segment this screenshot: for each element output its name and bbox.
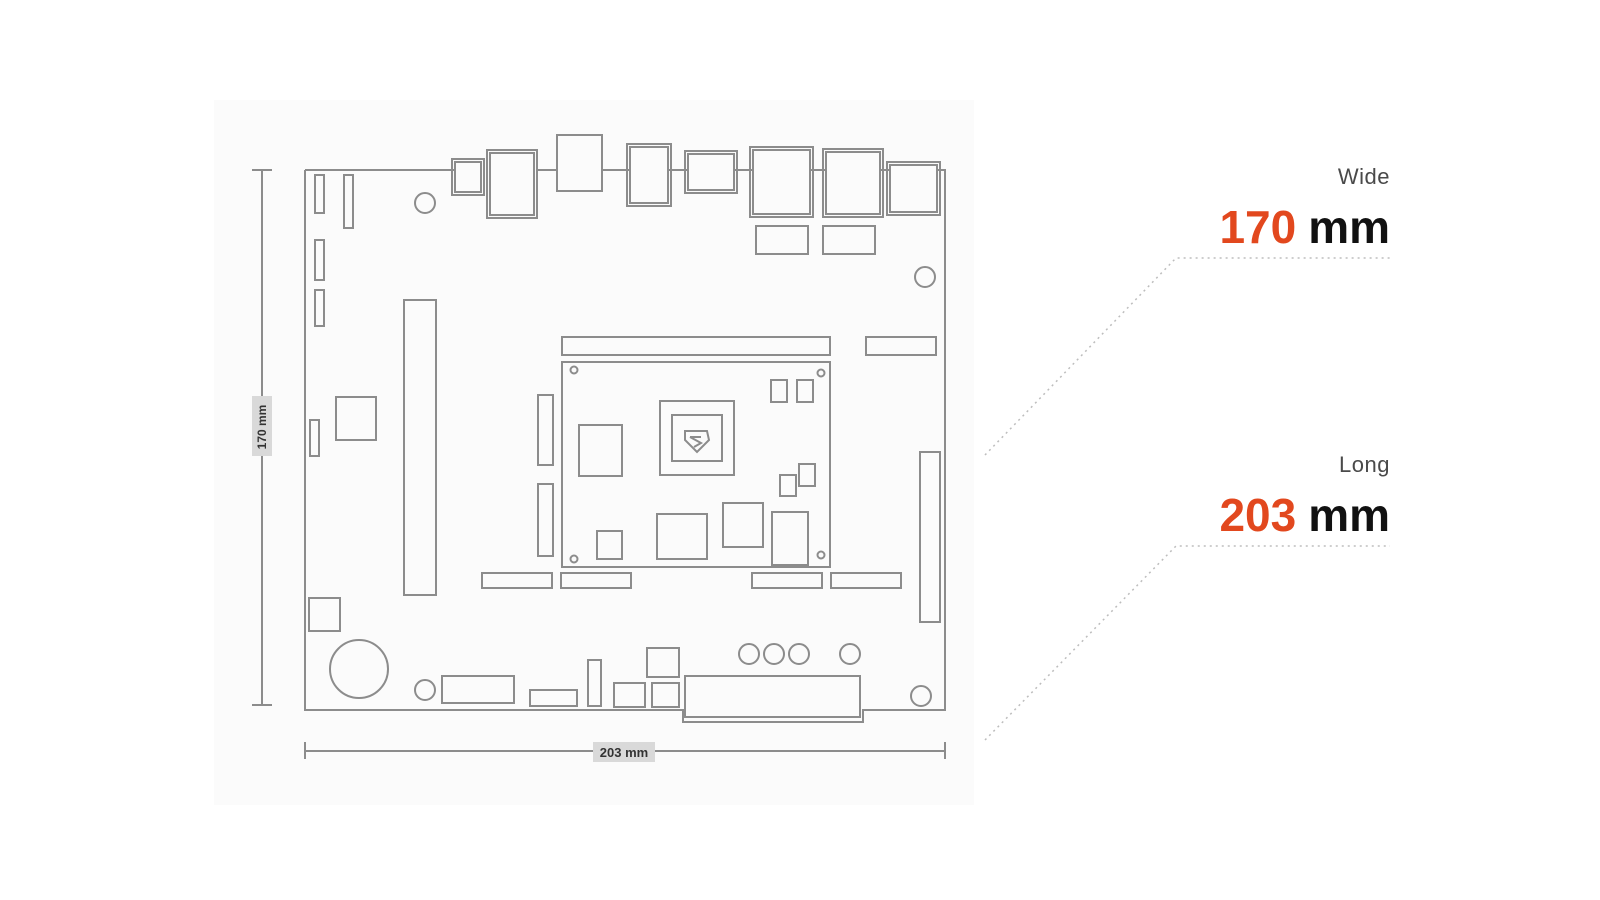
right-vertical-connector — [919, 451, 941, 623]
long-label: Long — [1339, 452, 1390, 477]
wide-leader — [984, 257, 1390, 456]
left-headers — [309, 174, 354, 457]
wide-number: 170 — [1219, 201, 1297, 253]
mounting-holes — [414, 192, 936, 707]
width-dimension — [304, 742, 946, 762]
compute-module — [561, 361, 831, 568]
wide-unit: mm — [1308, 201, 1390, 253]
long-unit: mm — [1308, 489, 1390, 541]
som-top-connector — [561, 336, 831, 356]
board-outline — [304, 169, 946, 723]
module-side-header-top — [537, 394, 554, 466]
width-dimension-label: 203 mm — [600, 745, 648, 760]
long-number: 203 — [1219, 489, 1297, 541]
bottom-components — [441, 643, 861, 718]
top-right-header — [865, 336, 937, 356]
processor-logo-icon — [684, 430, 711, 454]
left-chip — [335, 396, 377, 441]
module-side-header-bottom — [537, 483, 554, 557]
cmos-battery — [329, 639, 389, 699]
pcie-slot — [403, 299, 437, 596]
small-chip — [308, 597, 341, 632]
callout-leaders — [984, 257, 1390, 741]
wide-label: Wide — [1337, 164, 1390, 189]
height-dimension-label: 170 mm — [255, 405, 269, 450]
long-leader — [984, 545, 1390, 741]
height-dimension — [252, 169, 272, 706]
rear-io-connectors — [451, 134, 941, 255]
bottom-headers — [481, 572, 902, 589]
